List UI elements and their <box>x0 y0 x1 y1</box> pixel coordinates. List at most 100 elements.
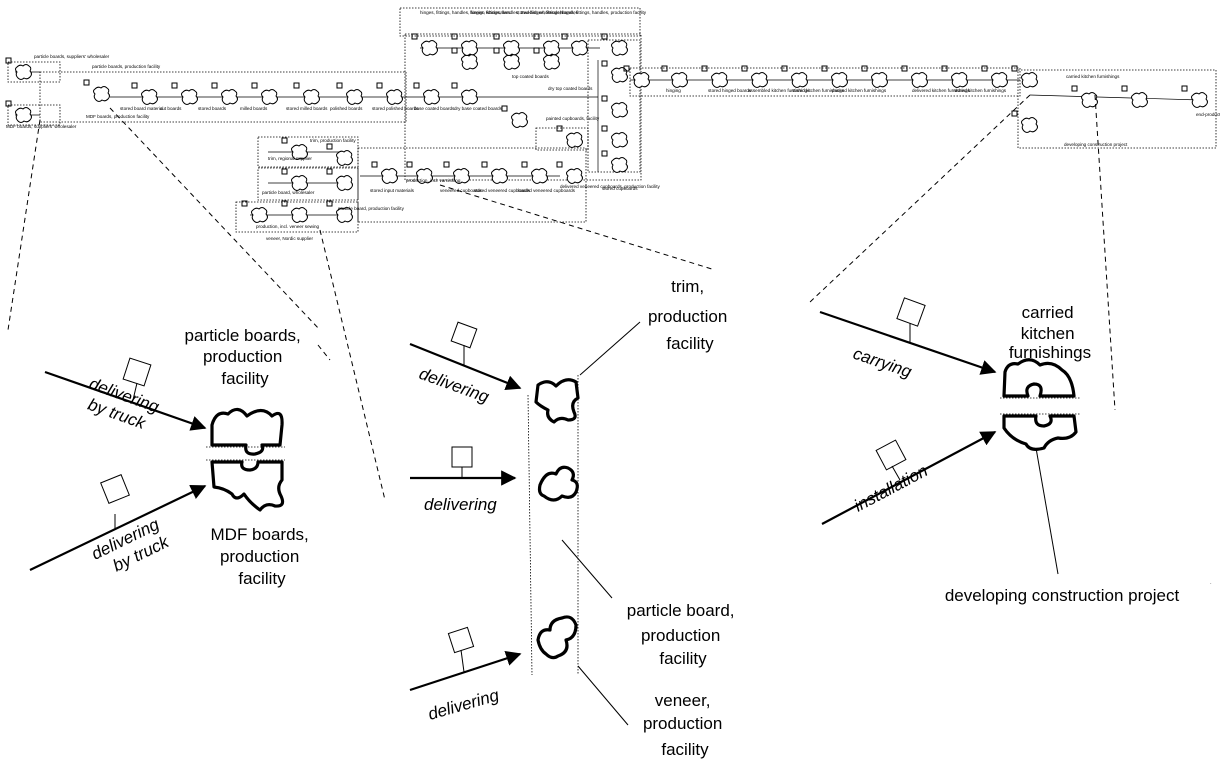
mini-activity-box <box>501 105 508 112</box>
mini-activity-box <box>533 33 540 40</box>
ov-lc-6: veneer, Nordic supplier <box>266 236 313 241</box>
mini-activity-box <box>406 161 413 168</box>
mini-process-shape <box>1021 117 1038 133</box>
mini-process-shape <box>93 86 110 102</box>
mini-process-shape <box>303 89 320 105</box>
mini-process-shape <box>15 64 32 80</box>
mini-activity-box <box>1181 85 1188 92</box>
mini-process-shape <box>336 175 353 191</box>
mini-process-shape <box>181 89 198 105</box>
ov-mc-20: dry top coated boards <box>548 86 593 91</box>
ov-mc-2: cut boards <box>160 106 182 111</box>
left-arrow-2: deliveringby truck <box>88 514 173 582</box>
ov-ac-16: stored kitchen furnishings <box>954 88 1007 93</box>
ov-supplier-2: MDF boards, suppliers' wholesaler <box>6 124 77 129</box>
mini-activity-box <box>83 79 90 86</box>
right-top-label: carried kitchen furnishings <box>1009 303 1091 362</box>
mini-process-shape <box>346 89 363 105</box>
ov-lc-15: stored veneered cupboards <box>474 188 531 193</box>
mini-activity-box <box>326 200 333 207</box>
ov-lc-0: trim, regional supplier <box>268 156 312 161</box>
ov-lc-19: delivered veneered cupboards, production… <box>560 184 661 189</box>
ov-mc-22: painted cupboards, facility <box>546 116 600 121</box>
mini-process-shape <box>15 107 32 123</box>
mini-activity-box <box>1071 85 1078 92</box>
mini-activity-box <box>556 161 563 168</box>
mini-process-shape <box>611 157 628 173</box>
right-arrow-bottom: installation <box>851 461 931 515</box>
mini-process-shape <box>1131 92 1148 108</box>
ov-lc-5: production, incl. veneer sewing <box>256 224 320 229</box>
mini-activity-box <box>451 33 458 40</box>
mini-activity-box <box>821 65 828 72</box>
mini-process-shape <box>531 168 548 184</box>
mini-process-shape <box>386 89 403 105</box>
mini-process-shape <box>671 72 688 88</box>
mini-process-shape <box>611 132 628 148</box>
mini-activity-box <box>661 65 668 72</box>
mini-activity-box <box>413 82 420 89</box>
ov-ac-6: assembled kitchen furnishings <box>748 88 810 93</box>
ov-lc-11: stored input materials <box>370 188 415 193</box>
ov-mc-4: stored boards <box>198 106 227 111</box>
ov-entry-1: particle boards, production facility <box>92 64 161 69</box>
detail-middle: trim, production facility delivering del… <box>409 277 735 759</box>
mini-activity-box <box>281 200 288 207</box>
right-bottom-label: developing construction project <box>945 586 1180 605</box>
mini-process-shape <box>751 72 768 88</box>
mini-activity-box <box>521 161 528 168</box>
mid-label-1: trim, production facility <box>648 277 732 353</box>
ov-ac-4: stored hinged boards <box>708 88 752 93</box>
ov-supplier-1: particle boards, suppliers' wholesaler <box>34 54 110 59</box>
mini-process-shape <box>566 132 583 148</box>
ov-lc-8: particle board, production facility <box>338 206 405 211</box>
mini-process-shape <box>421 40 438 56</box>
mini-activity-box <box>481 161 488 168</box>
mini-activity-box <box>281 137 288 144</box>
mini-activity-box <box>131 82 138 89</box>
mini-activity-box <box>1011 110 1018 117</box>
ov-lc-13: veneered cupboards <box>440 188 483 193</box>
mid-arrow-2: delivering <box>424 495 497 514</box>
mini-process-shape <box>543 54 560 70</box>
mini-activity-box <box>861 65 868 72</box>
mini-process-shape <box>251 207 268 223</box>
mini-activity-box <box>5 57 12 64</box>
ov-mc-12: stored polished boards <box>372 106 419 111</box>
mini-activity-box <box>561 33 568 40</box>
mini-process-shape <box>291 175 308 191</box>
mini-process-shape <box>571 40 588 56</box>
mini-activity-box <box>411 33 418 40</box>
mini-activity-box <box>281 168 288 175</box>
mini-activity-box <box>1121 85 1128 92</box>
mini-activity-box <box>533 47 540 54</box>
overview-map: particle boards, suppliers' wholesaler M… <box>5 7 1220 241</box>
mid-arrow-3: delivering <box>426 685 502 723</box>
mini-activity-box <box>336 82 343 89</box>
mini-activity-box <box>556 125 563 132</box>
mini-activity-box <box>376 82 383 89</box>
mini-process-shape <box>611 102 628 118</box>
mini-activity-box <box>493 33 500 40</box>
ov-end-0: carried kitchen furnishings <box>1066 74 1120 79</box>
mini-process-shape <box>461 89 478 105</box>
ov-lc-1: trim, production facility <box>310 138 356 143</box>
mini-activity-box <box>901 65 908 72</box>
mini-process-shape <box>911 72 928 88</box>
svg-text:·: · <box>1210 581 1212 587</box>
mini-process-shape <box>503 54 520 70</box>
ov-end-5: end-product <box>1196 112 1220 117</box>
ov-hinge-2: stored hinges, fittings, handles <box>516 10 579 15</box>
mini-activity-box <box>601 60 608 67</box>
ov-mc-8: stored milled boards <box>286 106 328 111</box>
left-bottom-label: MDF boards, production facility <box>211 525 314 588</box>
mini-process-shape <box>951 72 968 88</box>
mini-activity-box <box>601 150 608 157</box>
mini-activity-box <box>443 161 450 168</box>
ov-end-3: developing construction project <box>1064 142 1128 147</box>
mini-process-shape <box>633 72 650 88</box>
mini-process-shape <box>611 67 628 83</box>
zoom-guides <box>7 94 1116 501</box>
mini-process-shape <box>1191 92 1208 108</box>
